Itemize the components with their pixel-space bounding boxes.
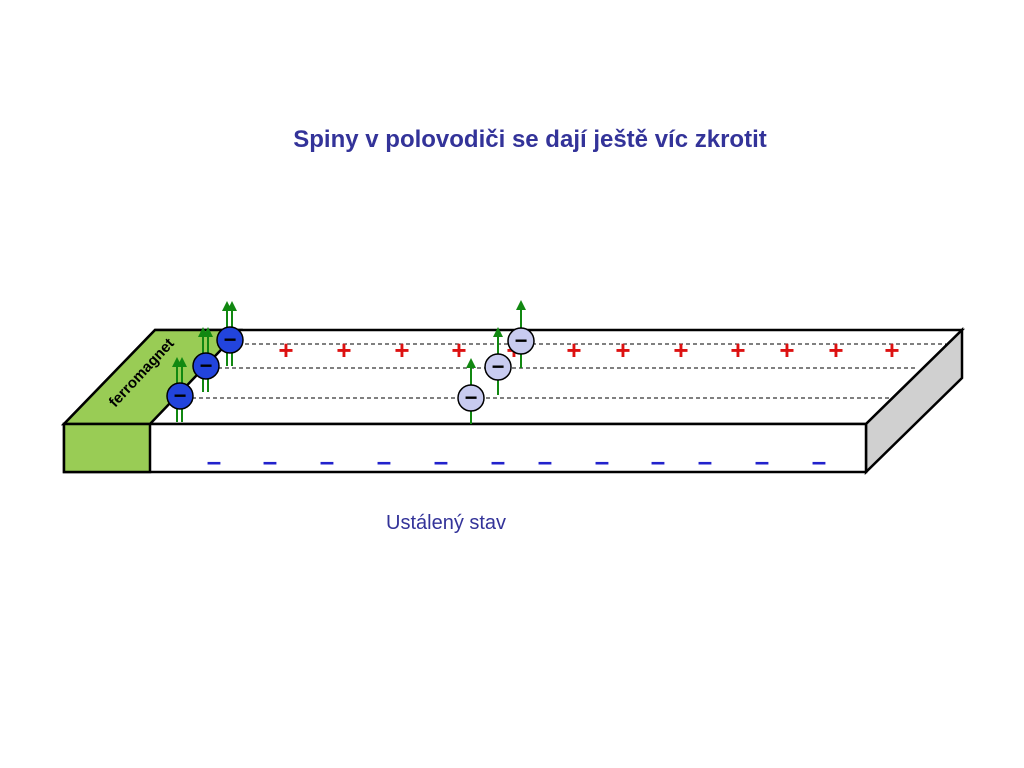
minus-charge: – <box>207 446 221 476</box>
electron <box>507 327 535 355</box>
electron-charge: − <box>492 354 505 379</box>
plus-charge: + <box>336 335 351 365</box>
plus-charge: + <box>730 335 745 365</box>
electron <box>192 352 220 380</box>
plus-charge: + <box>673 335 688 365</box>
minus-charge: – <box>320 446 334 476</box>
minus-charge: – <box>263 446 277 476</box>
plus-charge: + <box>615 335 630 365</box>
injected-electron-middle: − <box>192 327 220 392</box>
minus-charge: – <box>651 446 665 476</box>
electron-charge: − <box>515 328 528 353</box>
slab-front-face <box>62 422 868 474</box>
drifting-electron-bottom: − <box>457 358 485 424</box>
minus-charges: – – – – – – – – – – – – <box>207 446 826 476</box>
minus-charge: – <box>812 446 826 476</box>
plus-charge: + <box>278 335 293 365</box>
electron-charge: − <box>200 353 213 378</box>
minus-charge: – <box>698 446 712 476</box>
drifting-electron-middle: − <box>484 327 512 395</box>
minus-charge: – <box>755 446 769 476</box>
state-caption: Ustálený stav <box>386 512 507 534</box>
electron <box>216 326 244 354</box>
electron-charge: − <box>224 327 237 352</box>
injected-electron-bottom: − <box>166 357 194 422</box>
injected-electron-top: − <box>216 301 244 366</box>
electron <box>166 382 194 410</box>
slide-title: Spiny v polovodiči se dají ještě víc zkr… <box>293 126 767 153</box>
minus-charge: – <box>377 446 391 476</box>
plus-charge: + <box>779 335 794 365</box>
minus-charge: – <box>538 446 552 476</box>
plus-charge: + <box>451 335 466 365</box>
minus-charge: – <box>595 446 609 476</box>
electron-charge: − <box>465 385 478 410</box>
electron <box>484 353 512 381</box>
drifting-electron-top: − <box>507 300 535 368</box>
plus-charge: + <box>828 335 843 365</box>
minus-charge: – <box>491 446 505 476</box>
ferromagnet-front-face <box>62 422 152 474</box>
electron <box>457 384 485 412</box>
plus-charge: + <box>884 335 899 365</box>
plus-charge: + <box>566 335 581 365</box>
plus-charge: + <box>394 335 409 365</box>
electron-charge: − <box>174 383 187 408</box>
minus-charge: – <box>434 446 448 476</box>
